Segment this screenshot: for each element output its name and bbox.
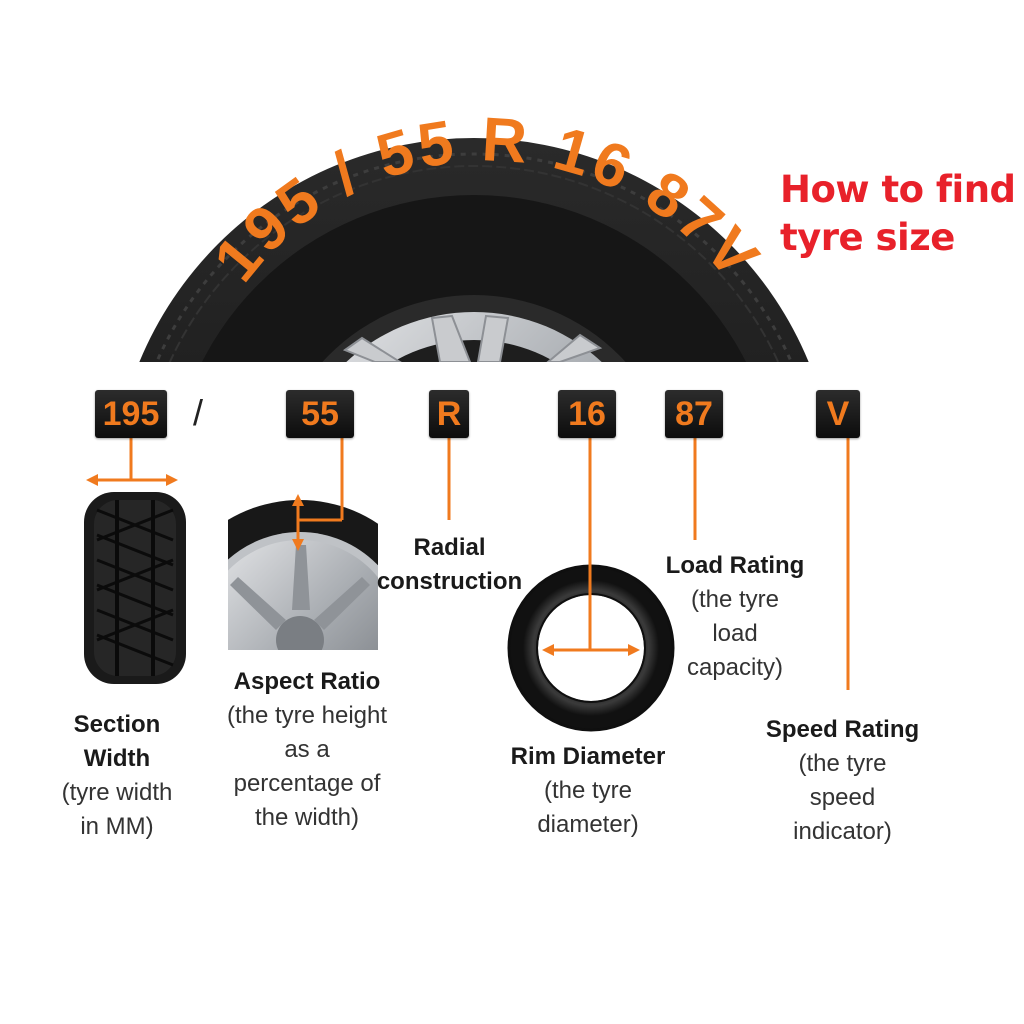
code-box-width: 195 [95, 390, 167, 438]
label-desc: (the tyre height as a percentage of the … [226, 702, 388, 831]
separator-slash: / [193, 392, 204, 433]
headline-line-1: How to find [780, 168, 1016, 211]
label-title: Radial construction [376, 534, 523, 595]
code-box-rim: 16 [558, 390, 616, 438]
label-title: Section Width [73, 711, 161, 772]
label-title: Rim Diameter [510, 743, 666, 770]
aspect-ratio-tyre-image [228, 500, 378, 650]
label-desc: (the tyre load capacity) [686, 586, 784, 681]
label-title: Load Rating [665, 552, 805, 579]
headline: How to find tyre size [780, 166, 1016, 262]
code-box-aspect: 55 [286, 390, 354, 438]
headline-line-2: tyre size [780, 216, 955, 259]
label-radial-construction: Radial construction [372, 531, 527, 599]
code-box-load: 87 [665, 390, 723, 438]
label-section-width: Section Width (tyre width in MM) [52, 708, 182, 844]
label-title: Speed Rating [765, 716, 920, 743]
code-box-construction: R [429, 390, 469, 438]
label-desc: (the tyre diameter) [537, 777, 639, 838]
connector-lines [92, 438, 850, 690]
arrowheads [86, 474, 640, 656]
section-width-tyre-image [84, 492, 186, 684]
label-aspect-ratio: Aspect Ratio (the tyre height as a perce… [222, 665, 392, 835]
label-load-rating: Load Rating (the tyre load capacity) [655, 549, 815, 685]
tyre-arc [139, 138, 809, 362]
code-box-speed: V [816, 390, 860, 438]
label-desc: (the tyre speed indicator) [793, 750, 892, 845]
label-rim-diameter: Rim Diameter (the tyre diameter) [493, 740, 683, 842]
label-title: Aspect Ratio [233, 668, 381, 695]
label-speed-rating: Speed Rating (the tyre speed indicator) [755, 713, 930, 849]
label-desc: (tyre width in MM) [61, 779, 173, 840]
